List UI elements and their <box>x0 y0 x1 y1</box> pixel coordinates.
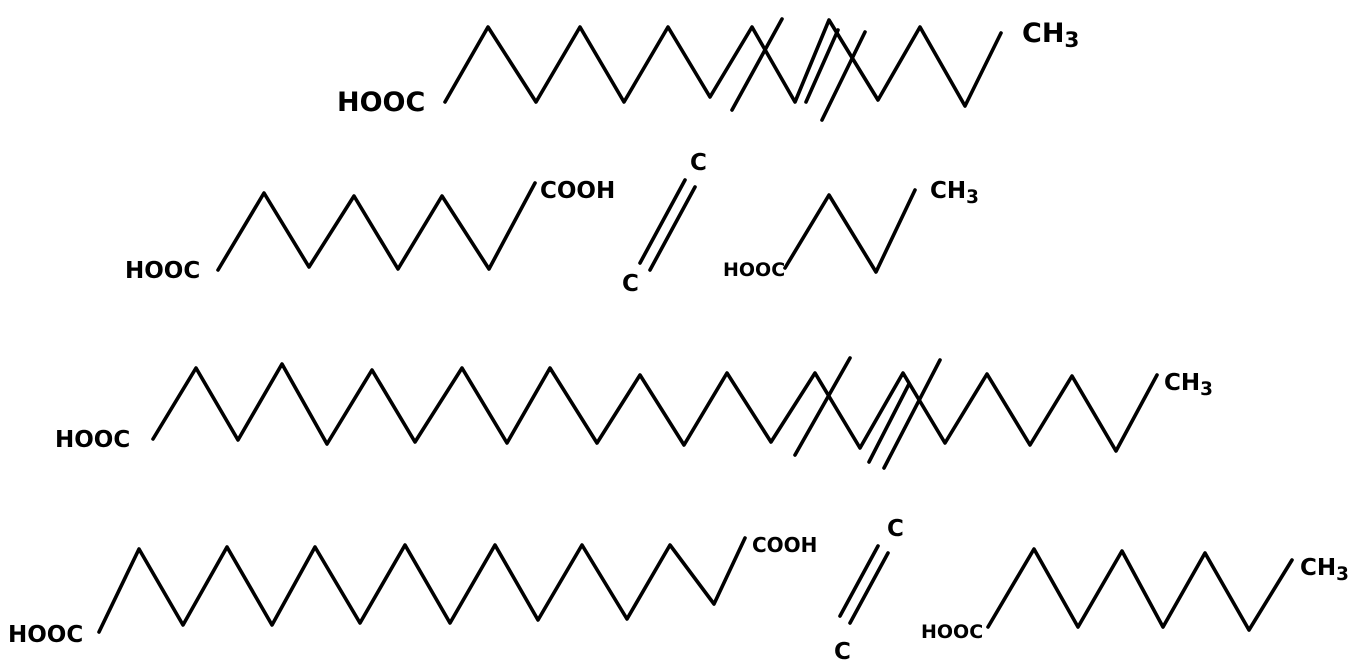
products-2-fragment-a-cooh-label: COOH <box>752 533 817 557</box>
chain-1-ch3-label: CH3 <box>1022 18 1079 53</box>
products-2-alkene-bond-a <box>838 544 880 618</box>
chain-2: HOOC CH3 <box>55 356 1213 470</box>
products-1-fragment-b-ch3-label: CH3 <box>930 178 979 208</box>
products-2-alkene-top-c: C <box>887 516 904 542</box>
chain-1: HOOC CH3 <box>337 17 1079 122</box>
products-2-alkene-bottom-c: C <box>834 639 851 665</box>
products-1-alkene-bond-b <box>648 185 697 272</box>
products-1-alkene-top-c: C <box>690 150 707 176</box>
products-1-fragment-a-zigzag <box>216 181 537 272</box>
chain-1-double-bond-line <box>804 28 840 104</box>
chain-2-double-bond-line <box>867 382 911 464</box>
chain-1-zigzag <box>443 18 1003 108</box>
chain-2-ch3-label: CH3 <box>1164 370 1213 400</box>
chain-1-cleavage-mark-2 <box>820 30 867 122</box>
chain-2-hooc-label: HOOC <box>55 427 130 453</box>
products-1-fragment-a-cooh-label: COOH <box>540 178 615 204</box>
products-2: HOOC COOH C C HOOC CH3 <box>8 516 1349 665</box>
chain-2-cleavage-mark-1 <box>793 356 852 457</box>
products-2-fragment-a-hooc-label: HOOC <box>8 622 83 648</box>
products-1-fragment-b-zigzag <box>783 188 917 274</box>
products-2-fragment-b-ch3-label: CH3 <box>1300 555 1349 585</box>
products-1-fragment-a-hooc-label: HOOC <box>125 258 200 284</box>
chain-1-cleavage-mark-1 <box>730 17 784 112</box>
chain-2-cleavage-mark-2 <box>882 358 942 470</box>
chain-2-zigzag <box>151 362 1159 453</box>
products-1-alkene-bond-a <box>638 178 687 265</box>
chain-1-hooc-label: HOOC <box>337 87 425 118</box>
products-1: HOOC COOH C C HOOC CH3 <box>125 150 979 297</box>
products-1-alkene-bottom-c: C <box>622 271 639 297</box>
products-2-alkene-bond-b <box>848 551 890 625</box>
products-2-fragment-a-zigzag <box>97 536 747 634</box>
products-2-fragment-b-hooc-label: HOOC <box>921 621 983 643</box>
products-1-fragment-b-hooc-label: HOOC <box>723 259 785 281</box>
products-2-fragment-b-zigzag <box>986 547 1294 632</box>
